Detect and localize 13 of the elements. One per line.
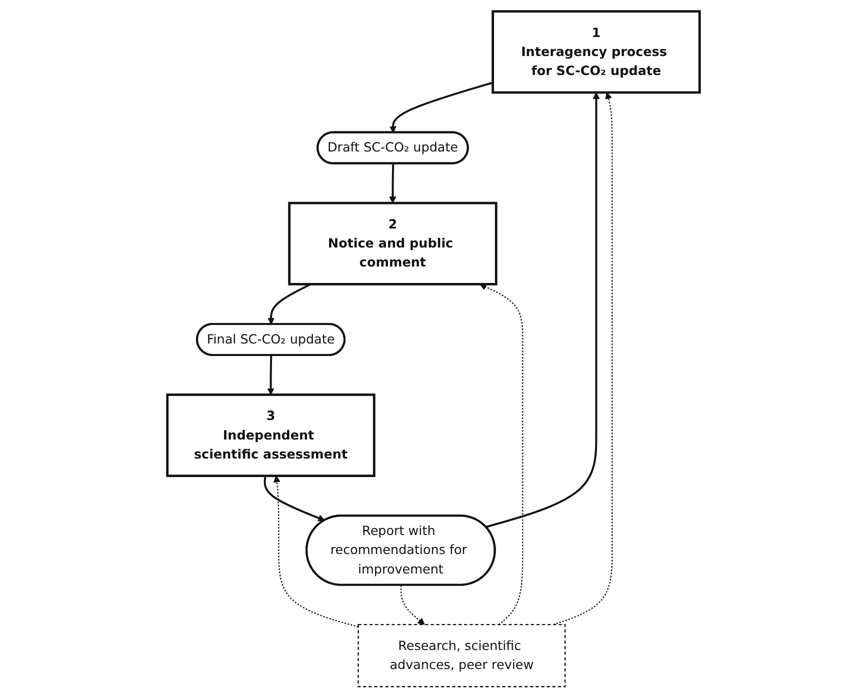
node-box: 2 Notice and public comment xyxy=(288,202,497,286)
arrow xyxy=(388,164,396,204)
arrow xyxy=(263,476,324,522)
arrow xyxy=(267,283,311,325)
arrow xyxy=(389,82,493,133)
node-box: 3 Independent scientific assessment xyxy=(166,394,375,478)
arrow xyxy=(400,585,424,625)
arrow xyxy=(272,476,358,628)
node-box: Research, scientific advances, peer review xyxy=(357,624,566,688)
node-box: 1 Interagency process for SC-CO₂ update xyxy=(491,10,700,94)
arrow xyxy=(266,355,274,396)
arrow xyxy=(479,284,523,626)
arrow xyxy=(485,92,600,528)
